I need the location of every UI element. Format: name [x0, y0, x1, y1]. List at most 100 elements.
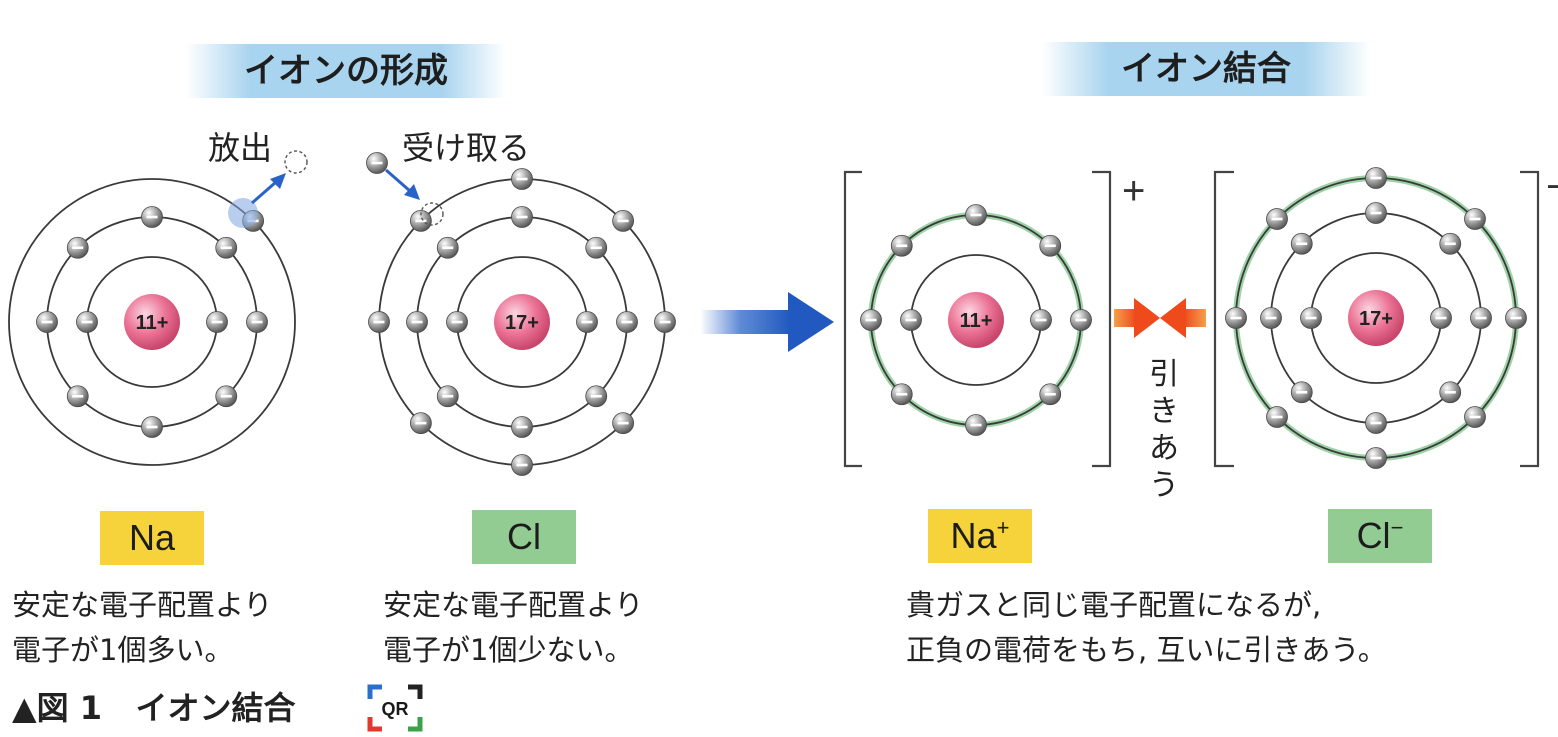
figure-caption: ▲図 1 イオン結合	[12, 689, 296, 727]
electron	[1365, 202, 1387, 224]
na-description: 安定な電子配置より電子が1個多い。	[12, 588, 273, 667]
element-box-cl: Cl	[472, 510, 576, 564]
electron	[585, 385, 608, 408]
qr-code-icon[interactable]: QR	[366, 683, 424, 733]
electron	[1464, 208, 1486, 230]
na-ion-model: 11+	[860, 204, 1092, 436]
element-box-na: Na	[100, 511, 204, 565]
title-ionic-bond: イオン結合	[1042, 42, 1370, 96]
electron	[206, 311, 228, 333]
label-attract: 引 き あ う	[1149, 357, 1179, 503]
electron	[585, 236, 608, 259]
ion-description: 貴ガスと同じ電子配置になるが,正負の電荷をもち, 互いに引きあう。	[906, 588, 1387, 667]
electron	[368, 311, 390, 333]
electron	[900, 309, 922, 331]
incoming-electron	[366, 152, 388, 174]
title-ion-formation: イオンの形成	[186, 44, 506, 98]
electron	[215, 236, 238, 259]
electron	[409, 209, 432, 232]
electron	[1439, 381, 1462, 404]
receiving-slot-ghost	[420, 202, 444, 226]
electron	[612, 209, 635, 232]
electron	[1030, 309, 1052, 331]
electron	[406, 311, 428, 333]
label-release: 放出	[208, 129, 273, 167]
electron	[1464, 406, 1486, 428]
na-atom-shell-3	[8, 178, 296, 466]
electron	[1260, 307, 1282, 329]
na-atom-nucleus-label: 11+	[136, 312, 169, 334]
cl-description: 安定な電子配置より電子が1個少ない。	[383, 588, 644, 667]
cl-ion-left-bracket	[1213, 170, 1234, 468]
ion-box-na: Na+	[928, 509, 1032, 563]
label-receive: 受け取る	[402, 129, 531, 167]
electron	[511, 416, 533, 438]
electron	[141, 416, 163, 438]
electron	[511, 168, 533, 190]
receive-arrow-line	[385, 168, 411, 193]
release-arrow-head	[270, 173, 286, 189]
attraction-arrows	[1114, 298, 1206, 338]
cl-ion-nucleus	[1348, 290, 1404, 346]
electron	[511, 454, 533, 476]
electron	[1505, 307, 1527, 329]
na-ion-nucleus-label: 11+	[960, 310, 993, 332]
receive-arrow-head	[404, 184, 420, 200]
electron	[965, 204, 987, 226]
electron	[612, 412, 635, 435]
electron	[890, 383, 913, 406]
electron	[1430, 307, 1452, 329]
electron	[1039, 383, 1062, 406]
electron	[436, 236, 459, 259]
electron	[1266, 406, 1288, 428]
electron	[860, 309, 882, 331]
cl-ion-right-bracket	[1520, 170, 1540, 468]
electron	[141, 206, 163, 228]
electron	[36, 311, 58, 333]
electron	[1266, 208, 1288, 230]
electron	[215, 385, 238, 408]
electron	[1290, 232, 1313, 255]
electron	[446, 311, 468, 333]
electron	[890, 234, 913, 257]
electron	[66, 385, 89, 408]
electron	[1365, 167, 1387, 189]
cl-ion-charge-sign: −	[1546, 165, 1558, 209]
electron	[1365, 447, 1387, 469]
electron	[965, 414, 987, 436]
electron	[1470, 307, 1492, 329]
electron	[1070, 309, 1092, 331]
electron	[246, 311, 268, 333]
na-ion-charge-sign: +	[1122, 169, 1145, 213]
electron	[616, 311, 638, 333]
electron	[1225, 307, 1247, 329]
electron	[66, 236, 89, 259]
electron	[1039, 234, 1062, 257]
na-ion-nucleus	[948, 292, 1004, 348]
cl-ion-model: 17+	[1225, 167, 1527, 469]
electron	[76, 311, 98, 333]
na-ion-right-bracket	[1092, 170, 1112, 468]
electron	[576, 311, 598, 333]
transition-arrow	[700, 292, 834, 352]
na-atom-nucleus	[124, 294, 180, 350]
released-electron-ghost	[284, 150, 308, 174]
na-ion-left-bracket	[843, 170, 862, 468]
electron	[1300, 307, 1322, 329]
electron	[436, 385, 459, 408]
cl-ion-nucleus-label: 17+	[1359, 308, 1393, 330]
electron	[654, 311, 676, 333]
release-arrow-line	[251, 180, 277, 205]
cl-atom-nucleus-label: 17+	[505, 312, 539, 334]
svg-text:QR: QR	[382, 699, 409, 719]
cl-atom-nucleus	[494, 294, 550, 350]
cl-atom-model: 17+	[368, 168, 676, 476]
ion-box-cl: Cl−	[1328, 509, 1432, 563]
released-electron-halo	[228, 198, 258, 228]
electron	[511, 206, 533, 228]
electron	[1365, 412, 1387, 434]
electron	[1290, 381, 1313, 404]
electron	[1439, 232, 1462, 255]
electron	[409, 412, 432, 435]
